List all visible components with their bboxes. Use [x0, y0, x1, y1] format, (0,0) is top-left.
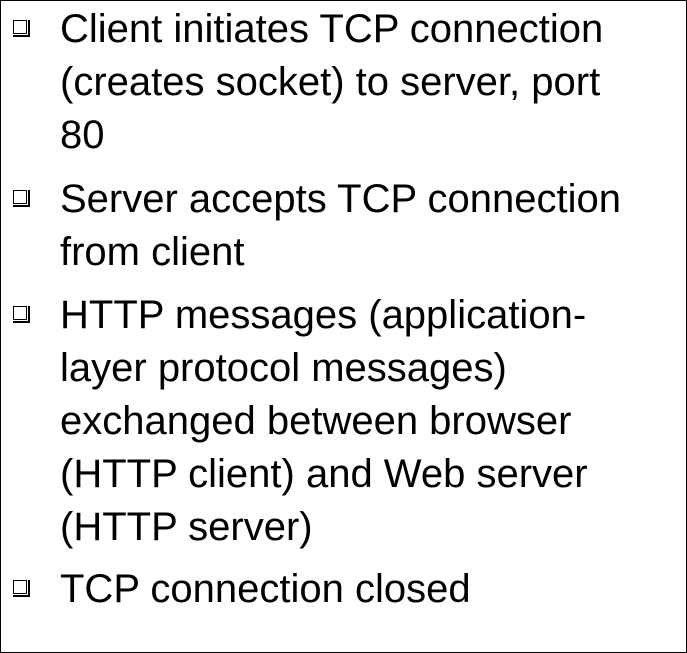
- bullet-text: Server accepts TCP connection from clien…: [60, 173, 685, 279]
- square-bullet-icon: [13, 580, 30, 597]
- square-bullet-icon: [13, 190, 30, 207]
- square-bullet-icon: [13, 20, 30, 37]
- bullet-text: TCP connection closed: [60, 563, 685, 616]
- bullet-line: 80: [60, 113, 105, 157]
- bullet-line: (creates socket) to server, port: [60, 60, 601, 104]
- bullet-line: (HTTP server): [60, 505, 313, 549]
- bullet-text: Client initiates TCP connection (creates…: [60, 3, 685, 162]
- bullet-line: TCP connection closed: [60, 567, 471, 611]
- bullet-line: layer protocol messages): [60, 346, 507, 390]
- bullet-line: Server accepts TCP connection: [60, 177, 622, 221]
- bullet-line: from client: [60, 230, 245, 274]
- bullet-line: HTTP messages (application-: [60, 293, 587, 337]
- bullet-text: HTTP messages (application- layer protoc…: [60, 289, 685, 554]
- bullet-line: (HTTP client) and Web server: [60, 452, 588, 496]
- bullet-line: exchanged between browser: [60, 399, 572, 443]
- square-bullet-icon: [13, 306, 30, 323]
- bullet-line: Client initiates TCP connection: [60, 7, 604, 51]
